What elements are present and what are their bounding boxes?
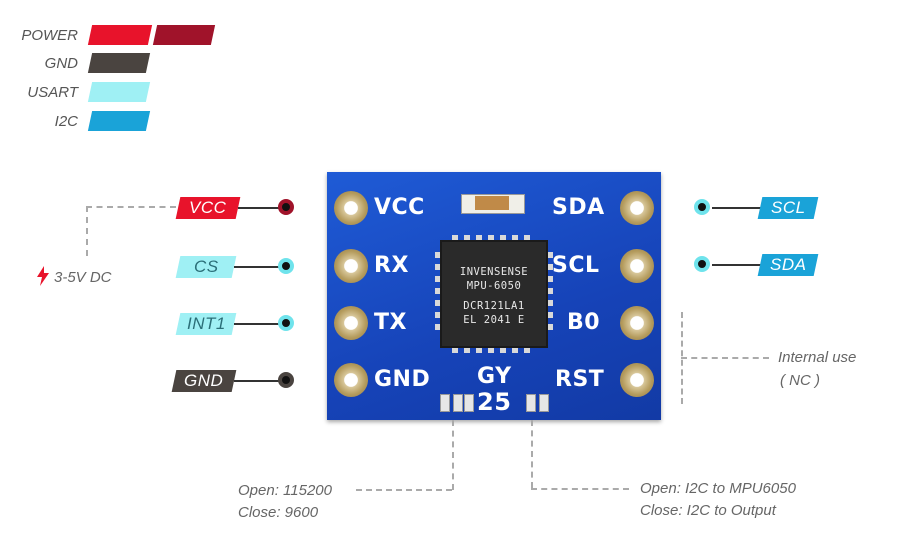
pin-tag-int1: INT1 — [175, 313, 237, 335]
baud-note-line2: Close: 9600 — [238, 504, 319, 521]
pin-dot-gnd — [278, 372, 294, 388]
pad-rst — [620, 363, 654, 397]
pin-dot-int1 — [278, 315, 294, 331]
i2c-note-line2: Close: I2C to Output — [640, 502, 776, 519]
internal-note-line2: ( NC ) — [780, 372, 820, 389]
silk-vcc: VCC — [374, 195, 425, 220]
jumper-pad-1 — [440, 394, 450, 412]
pin-tag-gnd: GND — [171, 370, 237, 392]
pin-tag-gnd-label: GND — [184, 371, 224, 390]
chip-line-4: EL 2041 E — [463, 314, 525, 326]
silk-sda: SDA — [552, 195, 605, 220]
pad-scl — [620, 249, 654, 283]
i2c-dash-vertical — [531, 420, 533, 488]
silk-model-25: 25 — [477, 388, 512, 416]
pad-sda — [620, 191, 654, 225]
pin-tag-cs: CS — [175, 256, 237, 278]
pin-tag-cs-label: CS — [193, 257, 219, 276]
jumper-pad-2 — [453, 394, 463, 412]
pad-gnd — [334, 363, 368, 397]
silk-tx: TX — [374, 310, 407, 335]
smd-component-body — [475, 196, 509, 210]
chip-pins-left — [435, 252, 440, 336]
silk-gnd: GND — [374, 367, 431, 392]
legend-usart-swatch — [87, 82, 151, 102]
pin-dot-cs — [278, 258, 294, 274]
power-dash-drop — [86, 206, 88, 256]
wire-gnd — [234, 380, 280, 382]
pin-tag-scl-label: SCL — [770, 198, 806, 217]
pin-tag-sda-label: SDA — [769, 255, 807, 274]
power-dash-line — [86, 206, 176, 208]
baud-dash-vertical — [452, 420, 454, 490]
silk-rx: RX — [374, 253, 409, 278]
pin-tag-scl: SCL — [757, 197, 819, 219]
pad-vcc — [334, 191, 368, 225]
legend-gnd-swatch — [87, 53, 151, 73]
chip-line-1: INVENSENSE — [459, 266, 529, 278]
silk-model-gy: GY — [477, 364, 512, 389]
chip-line-3: DCR121LA1 — [463, 300, 525, 312]
jumper-pad-5 — [539, 394, 549, 412]
silk-b0: B0 — [567, 310, 601, 335]
legend-power-label: POWER — [21, 27, 78, 44]
chip-pins-right — [548, 252, 553, 336]
legend-power-swatch — [87, 25, 153, 45]
wire-cs — [234, 266, 280, 268]
pin-tag-vcc-label: VCC — [189, 198, 227, 217]
pad-tx — [334, 306, 368, 340]
wire-scl — [712, 207, 762, 209]
legend-i2c-label: I2C — [54, 113, 78, 130]
chip-pins-bottom — [452, 348, 536, 353]
pin-tag-vcc: VCC — [175, 197, 241, 219]
baud-dash-line — [356, 489, 452, 491]
power-note: 3-5V DC — [54, 269, 112, 286]
legend-gnd-label: GND — [44, 55, 78, 72]
legend-power-swatch-2 — [152, 25, 216, 45]
lightning-icon — [36, 266, 50, 286]
wire-sda — [712, 264, 762, 266]
baud-note-line1: Open: 115200 — [238, 482, 332, 499]
pin-dot-vcc — [278, 199, 294, 215]
pin-dot-sda — [694, 256, 710, 272]
legend-i2c-swatch — [87, 111, 151, 131]
legend-usart-label: USART — [27, 84, 78, 101]
internal-dash-line — [681, 357, 769, 359]
chip-pins-top — [452, 235, 536, 240]
wire-vcc — [238, 207, 280, 209]
i2c-dash-line — [531, 488, 629, 490]
silk-scl: SCL — [552, 253, 600, 278]
jumper-pad-4 — [526, 394, 536, 412]
i2c-note-line1: Open: I2C to MPU6050 — [640, 480, 796, 497]
mpu6050-chip: INVENSENSE MPU-6050 DCR121LA1 EL 2041 E — [442, 242, 546, 346]
pin-tag-int1-label: INT1 — [186, 314, 226, 333]
chip-line-2: MPU-6050 — [466, 280, 522, 292]
pad-rx — [334, 249, 368, 283]
jumper-pad-3 — [464, 394, 474, 412]
internal-note-line1: Internal use — [778, 349, 857, 366]
silk-rst: RST — [555, 367, 605, 392]
pad-b0 — [620, 306, 654, 340]
gy25-board: VCC RX TX GND SDA SCL B0 RST INVENSENSE … — [327, 172, 661, 420]
pin-tag-sda: SDA — [757, 254, 819, 276]
wire-int1 — [234, 323, 280, 325]
pin-dot-scl — [694, 199, 710, 215]
